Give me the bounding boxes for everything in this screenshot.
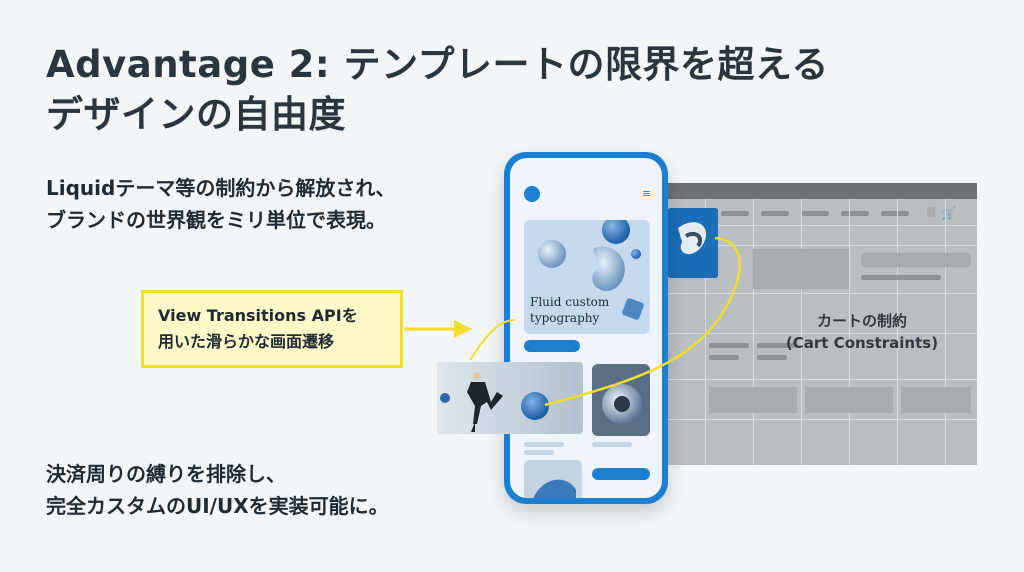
cart-grid-column: [945, 199, 946, 465]
cart-grid-column: [897, 199, 898, 465]
chrome-shape-icon: [592, 364, 650, 436]
cart-content-line: [861, 275, 941, 280]
callout-arrow-head-icon: [454, 320, 472, 338]
abstract-shape-icon: [668, 208, 718, 278]
product-card-image[interactable]: [524, 460, 582, 498]
cart-content-block: [805, 387, 893, 413]
card-cta-button[interactable]: [592, 468, 650, 480]
menu-icon[interactable]: ≡: [642, 187, 652, 200]
cart-content-block: [753, 249, 849, 289]
title-line-1: Advantage 2: テンプレートの限界を超える: [46, 43, 829, 86]
title-line-2: デザインの自由度: [46, 93, 346, 136]
hero-typography-text: Fluid custom typography: [530, 295, 610, 325]
cart-nav-line: [721, 211, 749, 216]
cart-nav-line: [801, 211, 829, 216]
text-placeholder-line: [524, 450, 554, 455]
footer-text: 決済周りの縛りを排除し、 完全カスタムのUI/UXを実装可能に。: [46, 458, 466, 522]
view-transitions-callout: View Transitions APIを 用いた滑らかな画面遷移: [141, 290, 403, 368]
cart-content-block: [901, 387, 971, 413]
cart-content-line: [757, 355, 787, 360]
footer-line-1: 決済周りの縛りを排除し、: [46, 462, 286, 486]
callout-line-1: View Transitions APIを: [158, 306, 358, 325]
cart-nav-line: [761, 211, 789, 216]
hero-card[interactable]: Fluid custom typography: [524, 220, 650, 334]
cart-nav-line: [881, 211, 909, 216]
lead-text: Liquidテーマ等の制約から解放され、 ブランドの世界観をミリ単位で表現。: [46, 172, 506, 236]
blue-shape-icon: [533, 479, 576, 498]
cart-content-block: [861, 253, 971, 267]
cart-constraints-wireframe: 🛒: [665, 183, 977, 465]
cart-grid-row: [665, 245, 977, 246]
lead-line-1: Liquidテーマ等の制約から解放され、: [46, 176, 396, 200]
cart-grid-row: [665, 293, 977, 294]
cart-header-bar: [665, 183, 977, 199]
cart-grid-row: [665, 379, 977, 380]
cart-icon: 🛒: [941, 206, 956, 220]
cart-label-line-1: カートの制約: [816, 312, 907, 330]
cart-grid-row: [665, 333, 977, 334]
text-placeholder-line: [592, 442, 632, 447]
cart-grid-row: [665, 419, 977, 420]
cart-content-line: [709, 355, 739, 360]
hero-cta-button[interactable]: [524, 340, 580, 352]
shape-thumbnail-image: [668, 208, 718, 278]
cart-grid-column: [849, 199, 850, 465]
phone-screen: ≡: [510, 158, 662, 498]
cart-content-line: [757, 343, 797, 348]
cart-nav-block: [927, 207, 935, 217]
phone-mockup: ≡: [504, 152, 668, 504]
product-card-image[interactable]: [592, 364, 650, 436]
footer-line-2: 完全カスタムのUI/UXを実装可能に。: [46, 494, 389, 518]
avatar[interactable]: [524, 186, 540, 202]
cart-grid-column: [801, 199, 802, 465]
callout-line-2: 用いた滑らかな画面遷移: [158, 332, 335, 351]
dancer-figure-icon: [437, 362, 583, 434]
cart-label-line-2: (Cart Constraints): [785, 334, 939, 352]
cart-content-block: [709, 387, 797, 413]
cart-constraints-label: カートの制約 (Cart Constraints): [752, 310, 972, 354]
cart-content-line: [709, 343, 749, 348]
dancer-transition-image: [437, 362, 583, 434]
text-placeholder-line: [524, 442, 564, 447]
slide-title: Advantage 2: テンプレートの限界を超える デザインの自由度: [46, 40, 946, 140]
cart-grid-row: [665, 225, 977, 226]
lead-line-2: ブランドの世界観をミリ単位で表現。: [46, 208, 386, 232]
cart-nav-line: [841, 211, 869, 216]
cart-grid-column: [753, 199, 754, 465]
